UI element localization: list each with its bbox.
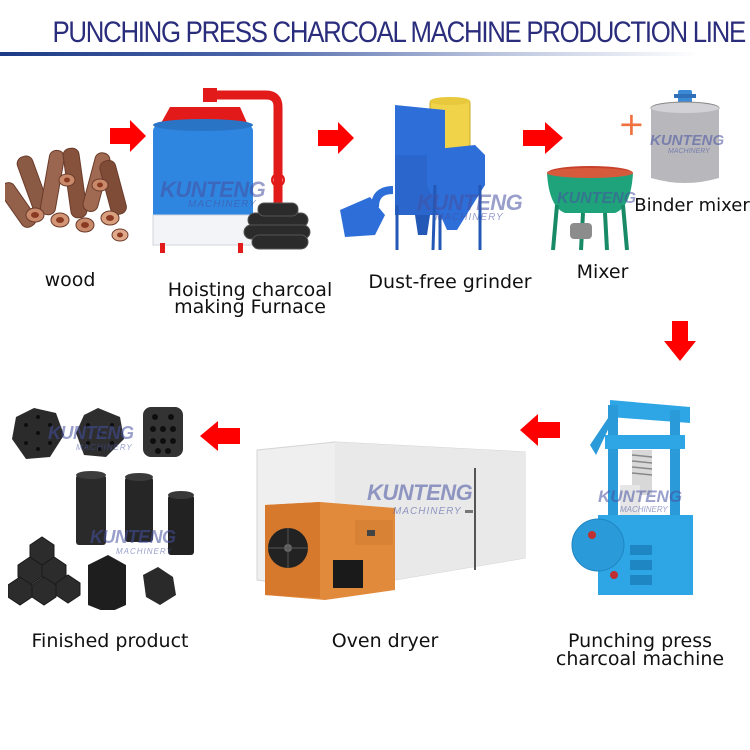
watermark-brand: KUNTENG <box>598 487 683 506</box>
arrow-right-icon <box>523 122 563 159</box>
title-underline <box>0 52 700 56</box>
watermark-brand: KUNTENG <box>557 190 637 207</box>
mixer-image: KUNTENG <box>545 165 637 255</box>
label-wood: wood <box>44 269 96 291</box>
watermark-sub: MACHINERY <box>188 199 257 210</box>
arrow-right-icon <box>318 122 354 159</box>
arrow-left-icon <box>200 421 240 456</box>
label-finished-product: Finished product <box>31 630 189 652</box>
label-furnace-line2: making Furnace <box>174 296 326 318</box>
watermark-brand: KUNTENG <box>417 190 523 215</box>
watermark-brand: KUNTENG <box>367 480 473 505</box>
wood-image <box>0 140 135 245</box>
watermark-brand: KUNTENG <box>650 132 725 149</box>
label-oven-dryer: Oven dryer <box>331 630 439 652</box>
label-press-line1: Punching press <box>567 630 713 652</box>
oven-dryer-image: KUNTENG MACHINERY <box>255 440 530 615</box>
finished-product-image: KUNTENG MACHINERY KUNTENG MACHINERY <box>7 405 198 613</box>
watermark-brand: KUNTENG <box>160 177 266 202</box>
watermark-sub: MACHINERY <box>668 148 710 155</box>
label-grinder: Dust-free grinder <box>368 271 532 293</box>
label-binder-mixer: Binder mixer <box>634 195 750 216</box>
watermark-brand: KUNTENG <box>90 527 176 547</box>
label-mixer: Mixer <box>576 261 629 283</box>
binder-mixer-image: KUNTENG MACHINERY <box>648 90 725 190</box>
furnace-image: KUNTENG MACHINERY <box>148 85 328 260</box>
label-furnace-line1: Hoisting charcoal <box>167 279 333 301</box>
arrow-left-icon <box>520 414 560 451</box>
grinder-image: KUNTENG MACHINERY <box>335 95 523 255</box>
punching-press-image: KUNTENG MACHINERY <box>570 395 695 600</box>
watermark-brand: KUNTENG <box>48 423 134 443</box>
arrow-right-icon <box>110 120 146 157</box>
watermark-sub: MACHINERY <box>76 443 133 452</box>
label-press-line2: charcoal machine <box>555 648 725 670</box>
page-title: PUNCHING PRESS CHARCOAL MACHINE PRODUCTI… <box>52 16 747 49</box>
watermark-sub: MACHINERY <box>116 547 173 556</box>
plus-icon: + <box>618 105 645 143</box>
arrow-down-icon <box>664 321 696 366</box>
watermark-sub: MACHINERY <box>620 505 668 514</box>
watermark-sub: MACHINERY <box>435 212 504 223</box>
watermark-sub: MACHINERY <box>393 506 462 517</box>
